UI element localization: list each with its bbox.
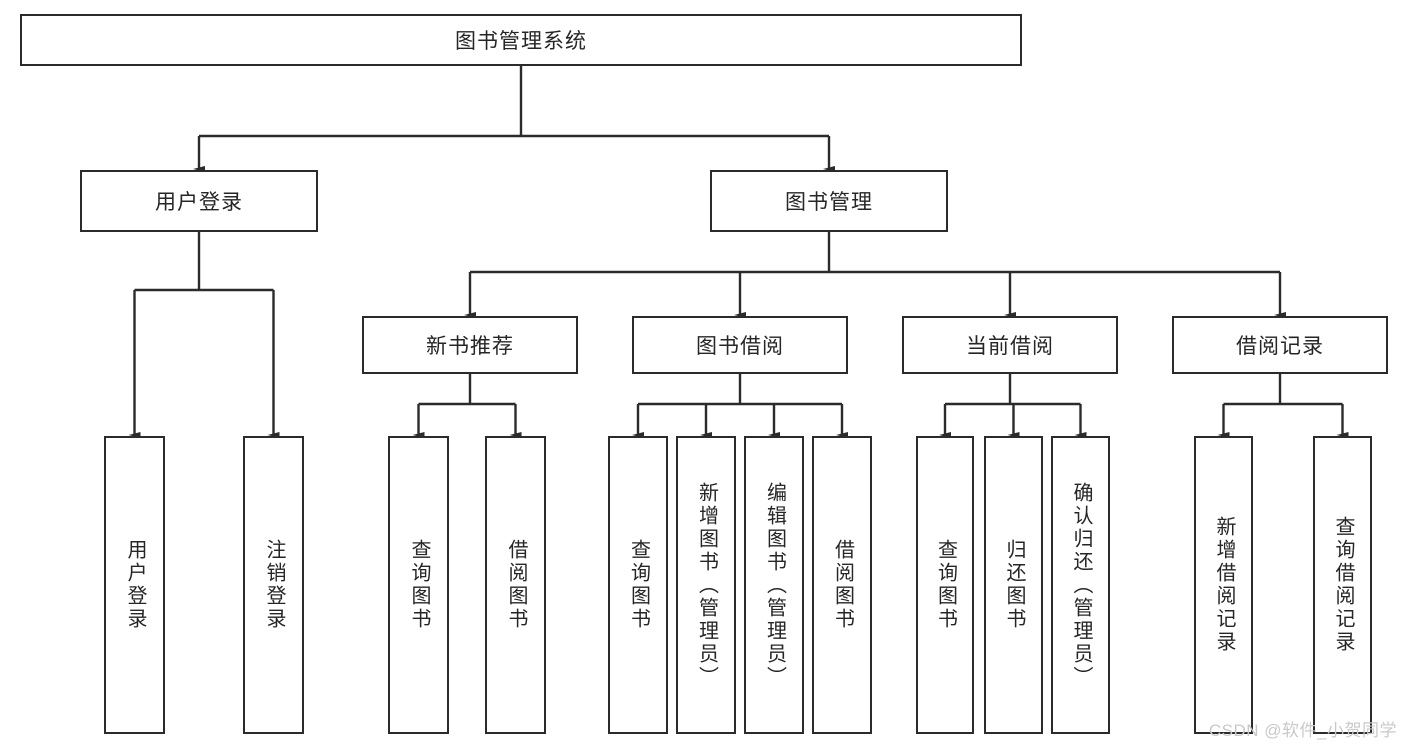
node-user-login[interactable]: 用户登录 — [80, 170, 318, 232]
node-book-manage[interactable]: 图书管理 — [710, 170, 948, 232]
node-label: 新增图书（管理员） — [695, 481, 718, 689]
node-label: 新书推荐 — [426, 335, 514, 358]
node-label: 图书管理系统 — [455, 30, 587, 53]
node-borrow-record[interactable]: 借阅记录 — [1172, 316, 1388, 374]
node-root[interactable]: 图书管理系统 — [20, 14, 1022, 66]
node-leaf-query-record[interactable]: 查询借阅记录 — [1313, 436, 1372, 734]
node-label: 新增借阅记录 — [1213, 516, 1235, 654]
node-label: 借阅图书 — [505, 539, 527, 631]
node-new-book-recommend[interactable]: 新书推荐 — [362, 316, 578, 374]
node-label: 借阅图书 — [831, 539, 854, 631]
node-leaf-borrow-book-2[interactable]: 借阅图书 — [812, 436, 872, 734]
node-label: 归还图书 — [1003, 539, 1025, 631]
node-leaf-logout[interactable]: 注销登录 — [243, 436, 304, 734]
node-label: 查询图书 — [627, 539, 650, 631]
node-leaf-query-book-1[interactable]: 查询图书 — [388, 436, 449, 734]
node-label: 当前借阅 — [966, 335, 1054, 358]
watermark: CSDN @软件_小贺同学 — [1208, 721, 1397, 740]
node-leaf-add-record[interactable]: 新增借阅记录 — [1194, 436, 1253, 734]
node-leaf-confirm-return[interactable]: 确认归还（管理员） — [1051, 436, 1110, 734]
node-label: 查询图书 — [934, 539, 957, 631]
node-current-borrow[interactable]: 当前借阅 — [902, 316, 1118, 374]
node-book-borrow[interactable]: 图书借阅 — [632, 316, 848, 374]
node-label: 用户登录 — [155, 191, 243, 214]
node-leaf-return-book[interactable]: 归还图书 — [984, 436, 1043, 734]
node-label: 注销登录 — [263, 539, 285, 631]
node-label: 用户登录 — [124, 539, 146, 631]
node-leaf-query-book-2[interactable]: 查询图书 — [608, 436, 668, 734]
node-leaf-borrow-book-1[interactable]: 借阅图书 — [485, 436, 546, 734]
node-label: 查询借阅记录 — [1332, 516, 1354, 654]
node-label: 借阅记录 — [1236, 335, 1324, 358]
node-leaf-user-login[interactable]: 用户登录 — [104, 436, 165, 734]
node-leaf-add-book[interactable]: 新增图书（管理员） — [676, 436, 736, 734]
node-label: 图书借阅 — [696, 335, 784, 358]
node-label: 查询图书 — [408, 539, 430, 631]
node-label: 图书管理 — [785, 191, 873, 214]
node-leaf-edit-book[interactable]: 编辑图书（管理员） — [744, 436, 804, 734]
node-label: 编辑图书（管理员） — [763, 481, 786, 689]
node-leaf-query-book-3[interactable]: 查询图书 — [916, 436, 974, 734]
node-label: 确认归还（管理员） — [1070, 481, 1092, 689]
